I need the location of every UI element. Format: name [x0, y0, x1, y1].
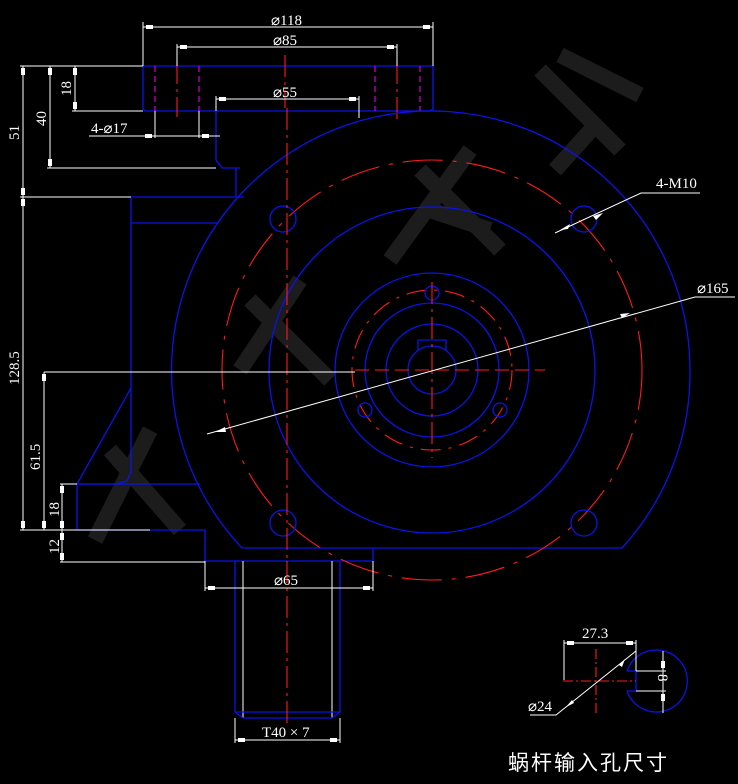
watermark — [87, 47, 644, 544]
dim-flange-to-step: 40 — [34, 111, 50, 126]
dim-tapped-holes: 4-M10 — [656, 176, 697, 192]
dim-bolt-circle: ⌀85 — [273, 33, 297, 49]
dim-flange-holes: 4-⌀17 — [91, 121, 128, 137]
dim-flange-outer-dia: ⌀118 — [271, 13, 302, 29]
detail-width: 27.3 — [582, 626, 608, 642]
dim-center-height: 61.5 — [28, 444, 44, 470]
dim-foot-height: 18 — [47, 502, 63, 517]
dim-flange-thickness: 18 — [59, 81, 75, 96]
dim-output-shaft: ⌀65 — [274, 573, 298, 589]
detail-caption: 蜗杆输入孔尺寸 — [508, 751, 669, 775]
dim-thread: T40 × 7 — [262, 725, 310, 741]
dim-base-plate: 12 — [47, 539, 63, 554]
main-housing — [170, 55, 691, 581]
dim-housing-dia: ⌀165 — [697, 281, 729, 297]
detail-bore-dia: ⌀24 — [528, 699, 553, 715]
left-body — [76, 196, 244, 531]
top-flange — [142, 62, 434, 196]
dim-flange-to-base: 51 — [7, 125, 23, 140]
dim-body-height: 128.5 — [7, 351, 23, 385]
detail-key-width: 8 — [654, 674, 670, 682]
detail-view — [530, 640, 688, 716]
labels: ⌀118 ⌀85 ⌀55 4-⌀17 18 40 51 128.5 61.5 1… — [7, 13, 729, 775]
dim-spigot-dia: ⌀55 — [273, 85, 297, 101]
dimensions — [20, 22, 735, 743]
